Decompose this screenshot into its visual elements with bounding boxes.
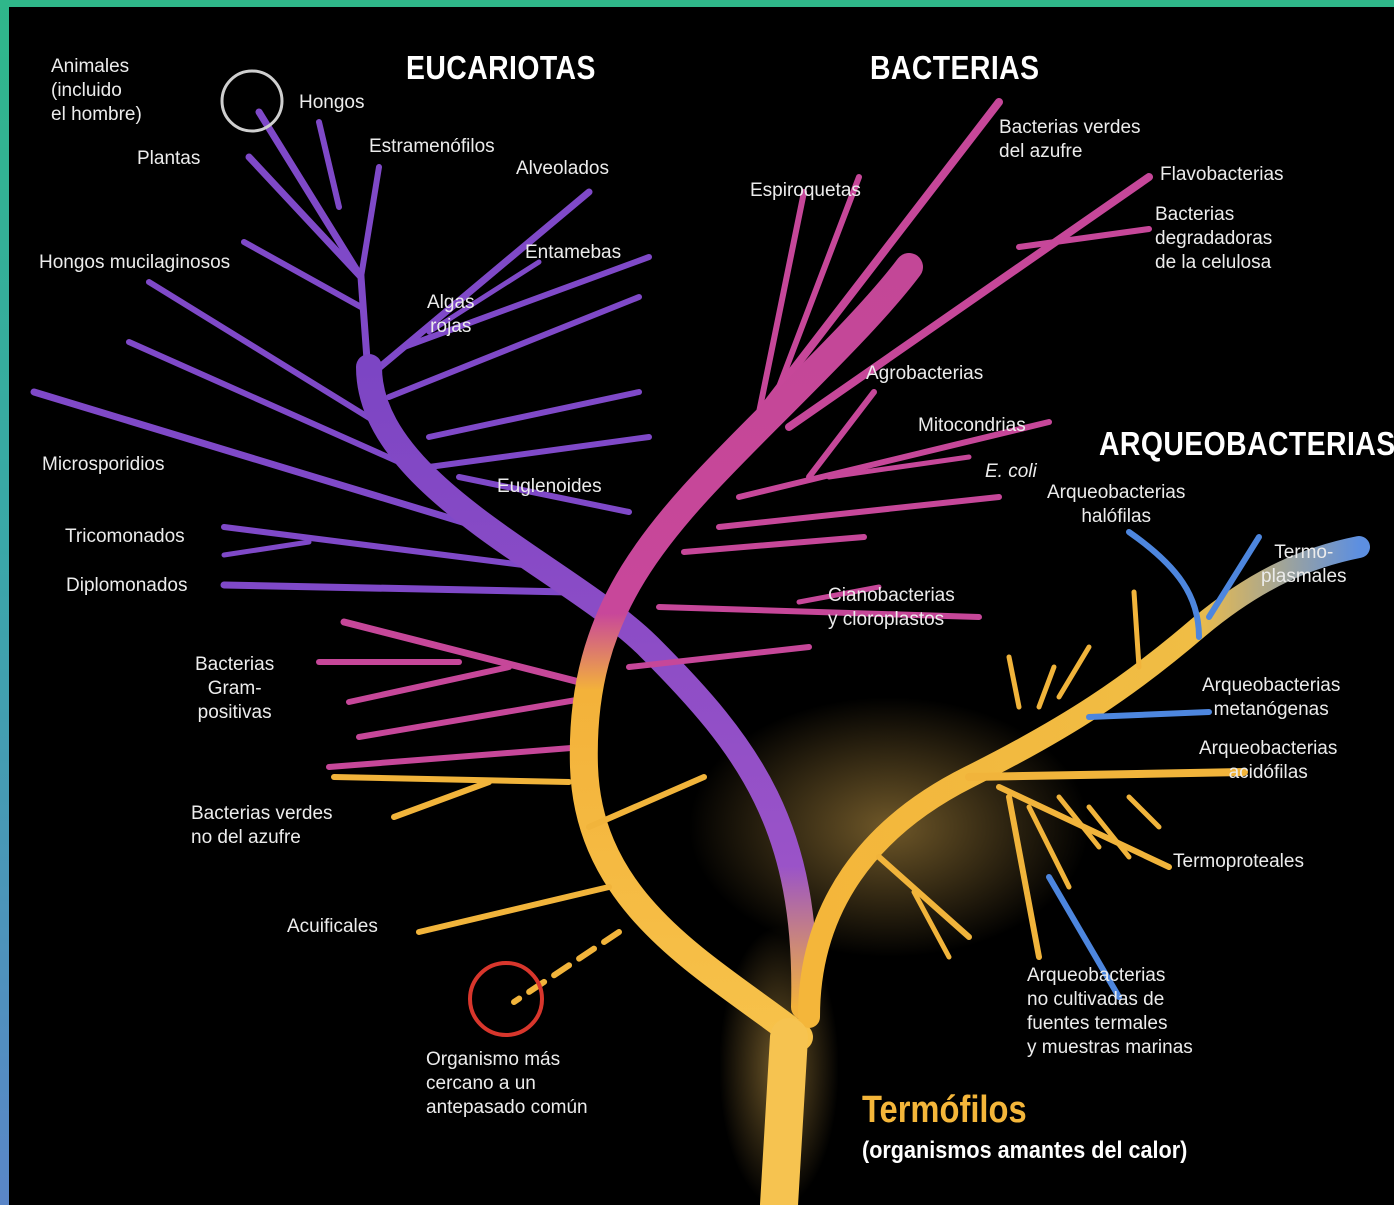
branch-t7 [1129, 797, 1159, 827]
label-ancestor: Organismo más cercano a un antepasado co… [426, 1048, 588, 1120]
label-cyanobacteria: Cianobacterias y cloroplastos [828, 584, 955, 632]
root-stem [779, 1037, 789, 1205]
branch-t4 [1134, 592, 1139, 667]
legend-title: Termófilos [862, 1089, 1027, 1132]
label-methanogens: Arqueobacterias metanógenas [1202, 674, 1340, 722]
branch-gram-3 [349, 667, 509, 702]
label-trichomonads: Tricomonados [65, 525, 185, 549]
branch-yellow-upper [589, 777, 704, 827]
label-thermoproteales: Termoproteales [1173, 850, 1304, 874]
label-spirochetes: Espiroquetas [750, 179, 861, 203]
branch-green-nonsulfur-2 [394, 782, 489, 817]
label-flavobacteria: Flavobacterias [1160, 163, 1284, 187]
label-slime-molds: Hongos mucilaginosos [39, 251, 230, 275]
label-euglenoids: Euglenoides [497, 475, 602, 499]
heading-archaea: ARQUEOBACTERIAS [1099, 425, 1394, 463]
branch-cyano-upper [684, 537, 864, 552]
label-agrobacteria: Agrobacterias [866, 362, 983, 386]
animals-highlight-circle [222, 71, 282, 131]
label-gram-positive: Bacterias Gram- positivas [195, 653, 274, 725]
branch-green-nonsulfur [334, 777, 569, 782]
label-green-nonsulfur: Bacterias verdes no del azufre [191, 802, 333, 850]
branch-cellulose [1019, 229, 1149, 247]
branch-trichomonads-sub [224, 542, 309, 555]
label-thermoplasmales: Termo- plasmales [1261, 541, 1347, 589]
eukaryote-branches [34, 112, 649, 592]
label-mitochondria: Mitocondrias [918, 414, 1026, 438]
label-green-sulfur: Bacterias verdes del azufre [999, 116, 1141, 164]
label-ecoli: E. coli [985, 460, 1037, 484]
label-diplomonads: Diplomonados [66, 574, 187, 598]
label-fungi: Hongos [299, 91, 365, 115]
label-microsporidia: Microsporidios [42, 453, 164, 477]
ancestor-dashed-line [514, 932, 619, 1002]
ancestor-highlight-circle [470, 963, 542, 1035]
branch-gram-4 [359, 697, 594, 737]
label-plants: Plantas [137, 147, 200, 171]
branch-methanogens [1089, 712, 1209, 717]
branch-diplomonads [224, 585, 569, 592]
label-alveolates: Alveolados [516, 157, 609, 181]
branch-stramenopiles [361, 167, 379, 277]
label-stramenopiles: Estramenófilos [369, 135, 495, 159]
branch-euglenoids [429, 437, 649, 467]
label-entamoebae: Entamebas [525, 241, 621, 265]
branch-t3 [1059, 647, 1089, 697]
label-acidophiles: Arqueobacterias acidófilas [1199, 737, 1337, 785]
branch-halophiles [1129, 532, 1199, 637]
branch-animals [259, 112, 361, 277]
tree-of-life-diagram: EUCARIOTAS BACTERIAS ARQUEOBACTERIAS Ani… [9, 7, 1394, 1205]
label-uncultured: Arqueobacterias no cultivadas de fuentes… [1027, 964, 1193, 1060]
branch-ecoli [719, 497, 999, 527]
branch-green-nonsulfur-upper [329, 747, 584, 767]
branch-t2 [1039, 667, 1054, 707]
branch-euglenoids-upper [429, 392, 639, 437]
heading-bacteria: BACTERIAS [870, 49, 1039, 87]
label-cellulose: Bacterias degradadoras de la celulosa [1155, 203, 1272, 275]
label-aquificales: Acuificales [287, 915, 378, 939]
branch-aquificales [419, 887, 609, 932]
branch-t1 [1009, 657, 1019, 707]
label-red-algae: Algas rojas [427, 291, 475, 339]
thermophile-bacteria-branches [334, 777, 704, 1002]
legend-subtitle: (organismos amantes del calor) [862, 1137, 1187, 1165]
branch-fungi [319, 122, 339, 207]
label-halophiles: Arqueobacterias halófilas [1047, 481, 1185, 529]
heading-eukaryotes: EUCARIOTAS [406, 49, 596, 87]
label-animals: Animales (incluido el hombre) [51, 55, 142, 127]
